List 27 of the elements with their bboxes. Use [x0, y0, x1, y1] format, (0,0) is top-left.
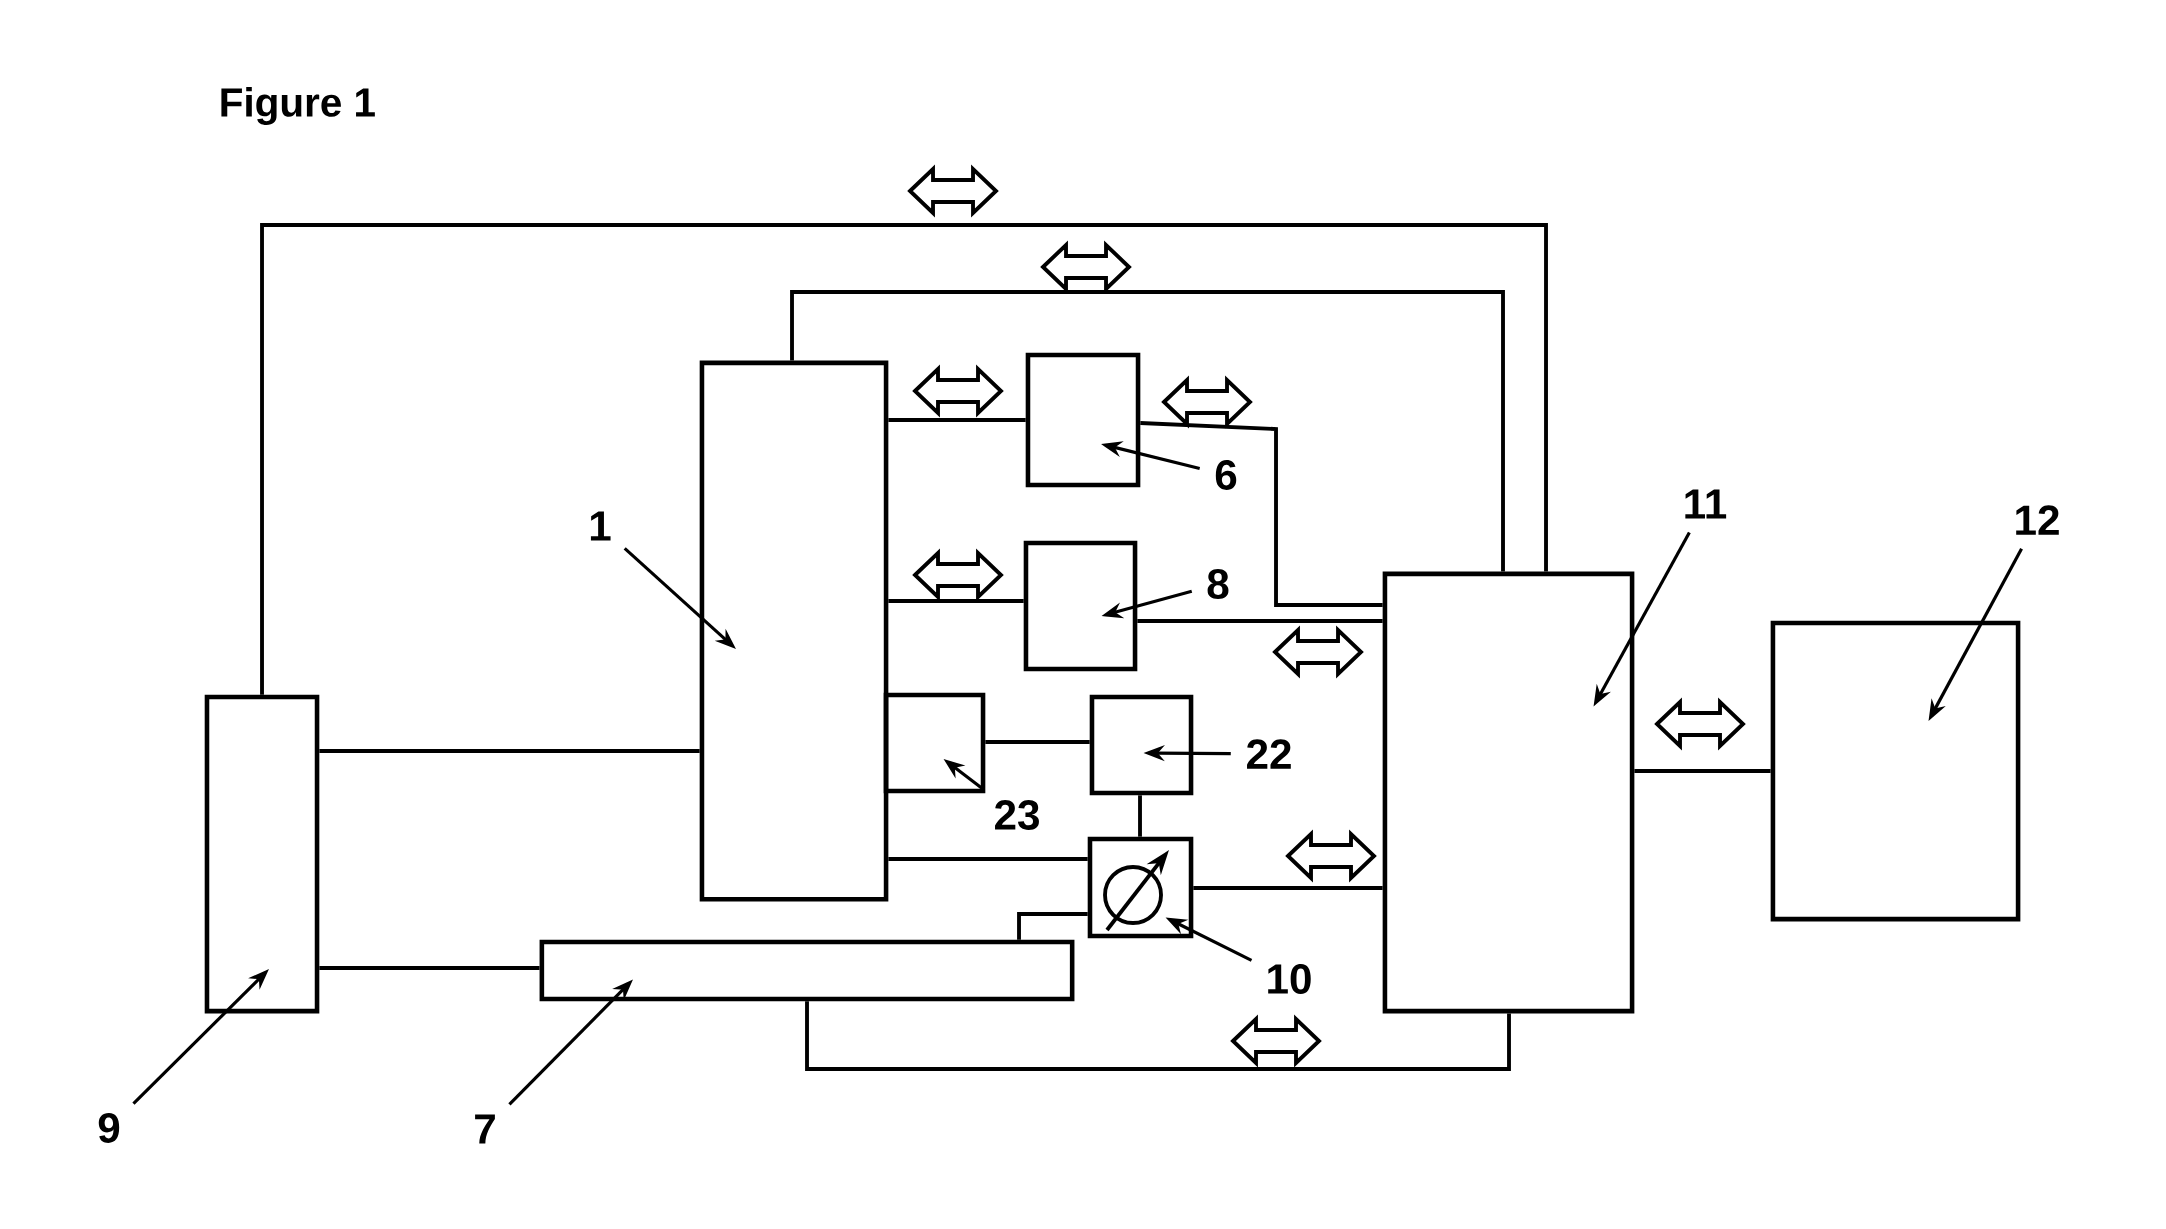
block-box [1770, 620, 2021, 922]
callout-number: 23 [995, 800, 1039, 830]
block-box [1025, 352, 1141, 488]
callout-number: 1 [590, 511, 611, 541]
callout-number: 10 [1268, 964, 1311, 994]
block-box [699, 360, 889, 902]
connector-line [319, 966, 540, 970]
connector-line [888, 857, 1088, 861]
block-box [883, 692, 986, 794]
connector-line [1017, 912, 1088, 940]
callout-number: 12 [2016, 505, 2059, 535]
block-box [1023, 540, 1138, 672]
block-box [204, 694, 320, 1014]
callout-number: 6 [1215, 460, 1237, 490]
callout-number: 11 [1685, 489, 1727, 519]
figure-title: Figure 1 [221, 87, 375, 125]
callout-number: 7 [475, 1114, 495, 1144]
block-box [1382, 571, 1635, 1014]
callout-number: 22 [1247, 739, 1291, 769]
connector-line [985, 740, 1090, 744]
block-box [539, 939, 1075, 1002]
connector-line [1138, 795, 1142, 837]
block-box [1087, 836, 1194, 939]
block-box [1089, 694, 1194, 796]
callout-number: 9 [98, 1113, 120, 1143]
callout-number: 8 [1207, 569, 1229, 599]
connector-line [319, 749, 700, 753]
